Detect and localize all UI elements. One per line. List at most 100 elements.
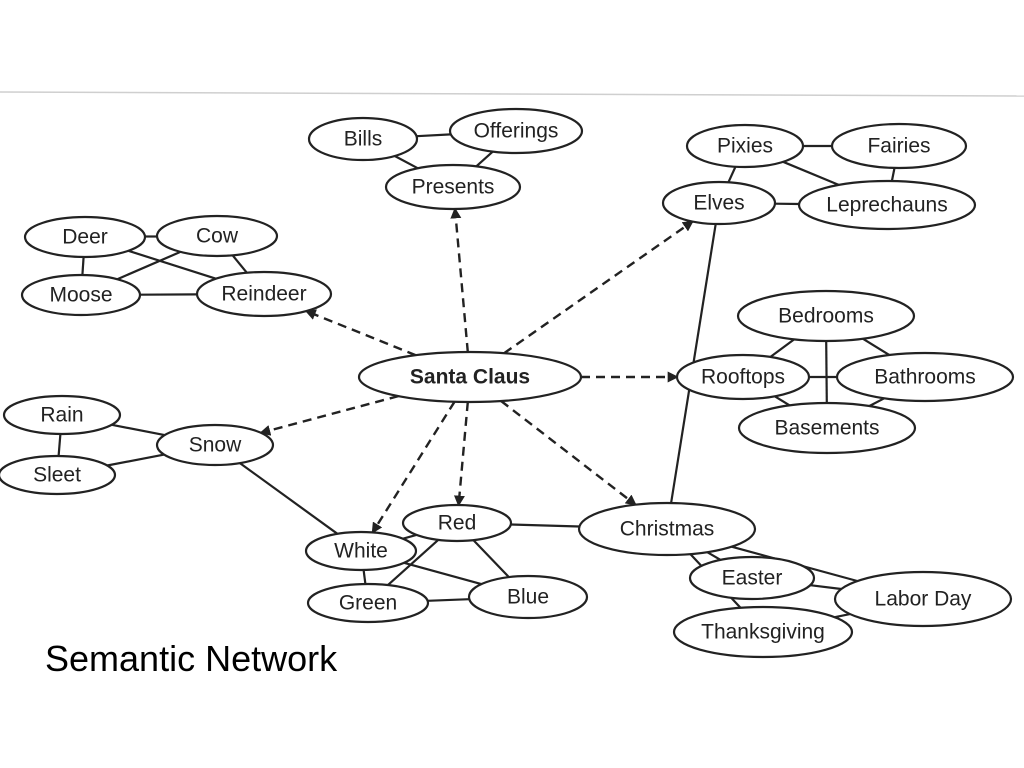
edge-red-blue bbox=[472, 539, 510, 578]
node-bathrooms: Bathrooms bbox=[835, 351, 1015, 403]
node-label-laborday: Labor Day bbox=[875, 588, 972, 611]
node-ellipse-easter bbox=[688, 555, 816, 601]
node-easter: Easter bbox=[688, 555, 816, 601]
edge-bills-presents bbox=[394, 155, 419, 170]
node-ellipse-bedrooms bbox=[736, 289, 916, 343]
node-reindeer: Reindeer bbox=[195, 270, 333, 318]
node-label-red: Red bbox=[438, 512, 477, 535]
node-bills: Bills bbox=[307, 116, 419, 162]
edge-santa-snow bbox=[259, 394, 399, 436]
edge-white-red bbox=[402, 533, 417, 540]
node-label-santa: Santa Claus bbox=[410, 366, 530, 389]
scan-edge-line bbox=[0, 91, 1024, 97]
node-ellipse-snow bbox=[155, 423, 275, 467]
node-label-bedrooms: Bedrooms bbox=[778, 305, 874, 328]
node-ellipse-blue bbox=[467, 574, 589, 620]
node-label-rain: Rain bbox=[40, 404, 83, 427]
node-label-bathrooms: Bathrooms bbox=[874, 366, 976, 389]
node-ellipse-moose bbox=[20, 273, 142, 317]
node-label-easter: Easter bbox=[722, 567, 783, 590]
node-fairies: Fairies bbox=[830, 122, 968, 170]
node-deer: Deer bbox=[23, 215, 147, 259]
edge-red-green bbox=[387, 539, 439, 586]
node-ellipse-christmas bbox=[577, 501, 757, 557]
node-leprechauns: Leprechauns bbox=[797, 179, 977, 231]
edge-sleet-snow bbox=[106, 453, 165, 467]
edge-fairies-leprechauns bbox=[890, 167, 896, 182]
node-white: White bbox=[304, 530, 418, 572]
node-label-blue: Blue bbox=[507, 586, 549, 609]
node-ellipse-presents bbox=[384, 163, 522, 211]
edge-deer-reindeer bbox=[128, 249, 217, 280]
node-pixies: Pixies bbox=[685, 123, 805, 169]
node-offerings: Offerings bbox=[448, 107, 584, 155]
edge-bedrooms-rooftops bbox=[769, 338, 795, 358]
node-laborday: Labor Day bbox=[833, 570, 1013, 628]
node-sleet: Sleet bbox=[0, 454, 117, 496]
node-ellipse-laborday bbox=[833, 570, 1013, 628]
node-label-sleet: Sleet bbox=[33, 464, 81, 487]
edge-bathrooms-basements bbox=[868, 397, 885, 408]
node-green: Green bbox=[306, 582, 430, 624]
node-label-deer: Deer bbox=[62, 226, 108, 249]
node-label-presents: Presents bbox=[412, 176, 495, 199]
node-ellipse-bathrooms bbox=[835, 351, 1015, 403]
node-ellipse-fairies bbox=[830, 122, 968, 170]
edge-thanksgiving-laborday bbox=[834, 613, 851, 619]
edge-christmas-easter bbox=[706, 551, 722, 561]
edge-white-green bbox=[362, 569, 367, 585]
node-bedrooms: Bedrooms bbox=[736, 289, 916, 343]
edge-bills-offerings bbox=[416, 133, 451, 138]
node-snow: Snow bbox=[155, 423, 275, 467]
node-thanksgiving: Thanksgiving bbox=[672, 605, 854, 659]
node-ellipse-offerings bbox=[448, 107, 584, 155]
node-red: Red bbox=[401, 503, 513, 543]
edge-rain-sleet bbox=[57, 433, 62, 457]
node-label-pixies: Pixies bbox=[717, 135, 773, 158]
node-moose: Moose bbox=[20, 273, 142, 317]
node-elves: Elves bbox=[661, 180, 777, 226]
node-label-cow: Cow bbox=[196, 225, 239, 248]
node-label-leprechauns: Leprechauns bbox=[826, 194, 947, 217]
node-label-elves: Elves bbox=[693, 192, 744, 215]
node-ellipse-rain bbox=[2, 394, 122, 436]
edge-cow-moose bbox=[116, 250, 181, 281]
node-ellipse-white bbox=[304, 530, 418, 572]
edge-easter-laborday bbox=[810, 584, 842, 591]
node-ellipse-bills bbox=[307, 116, 419, 162]
node-ellipse-leprechauns bbox=[797, 179, 977, 231]
edge-snow-white bbox=[239, 462, 339, 535]
edge-santa-christmas bbox=[500, 400, 637, 506]
node-label-green: Green bbox=[339, 592, 397, 615]
edge-bedrooms-basements bbox=[825, 340, 828, 404]
node-label-snow: Snow bbox=[189, 434, 242, 457]
node-label-bills: Bills bbox=[344, 128, 383, 151]
node-label-moose: Moose bbox=[49, 284, 112, 307]
node-ellipse-reindeer bbox=[195, 270, 333, 318]
node-label-fairies: Fairies bbox=[867, 135, 930, 158]
edge-rain-snow bbox=[111, 423, 165, 437]
edge-pixies-leprechauns bbox=[782, 160, 840, 186]
node-basements: Basements bbox=[737, 401, 917, 455]
edge-pixies-elves bbox=[727, 166, 737, 183]
node-label-basements: Basements bbox=[774, 417, 879, 440]
node-label-rooftops: Rooftops bbox=[701, 366, 785, 389]
node-rooftops: Rooftops bbox=[675, 353, 811, 401]
edge-santa-elves bbox=[503, 220, 694, 355]
edge-bedrooms-bathrooms bbox=[862, 337, 890, 357]
slide-caption: Semantic Network bbox=[45, 638, 338, 679]
node-ellipse-rooftops bbox=[675, 353, 811, 401]
node-blue: Blue bbox=[467, 574, 589, 620]
node-label-christmas: Christmas bbox=[620, 518, 715, 541]
edge-white-blue bbox=[403, 561, 482, 586]
edge-santa-white bbox=[371, 401, 456, 534]
node-ellipse-santa bbox=[357, 350, 583, 404]
edge-green-blue bbox=[427, 598, 470, 602]
node-ellipse-elves bbox=[661, 180, 777, 226]
edge-red-christmas bbox=[510, 523, 580, 528]
node-ellipse-basements bbox=[737, 401, 917, 455]
node-ellipse-pixies bbox=[685, 123, 805, 169]
node-presents: Presents bbox=[384, 163, 522, 211]
